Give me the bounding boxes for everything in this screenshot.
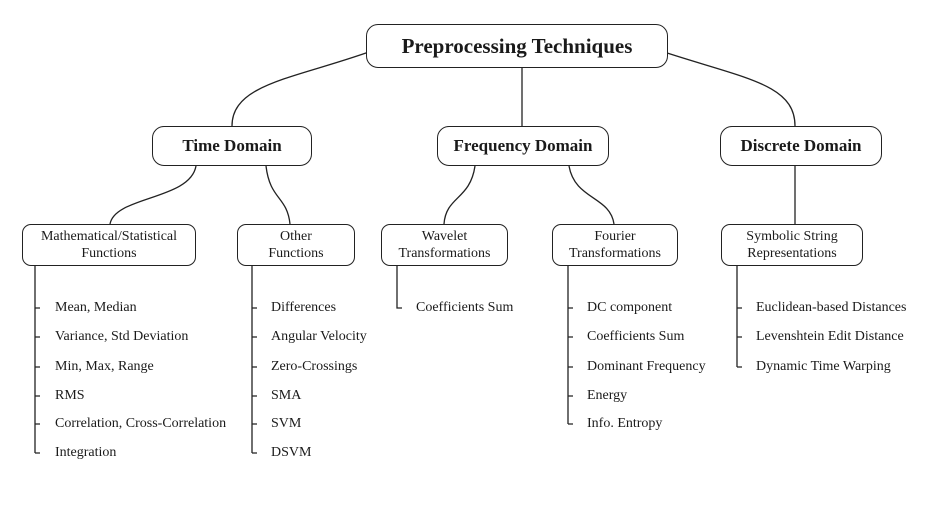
other-item: DSVM [271,445,312,460]
bracket-other [251,266,257,454]
connector-time-math [109,165,197,225]
root-title: Preprocessing Techniques [401,33,633,58]
connector-root-discrete [651,47,796,127]
other-item: SMA [271,388,302,403]
symbolic-line2: Representations [747,246,837,261]
discrete-domain-label: Discrete Domain [740,136,862,155]
math-item: Integration [55,445,117,460]
math-functions-line2: Functions [81,246,137,261]
fourier-item: Coefficients Sum [587,329,685,344]
frequency-domain-label: Frequency Domain [453,136,593,155]
other-functions-line2: Functions [268,246,324,261]
connector-frequency-fourier [568,165,615,225]
root-node: Preprocessing Techniques [366,24,668,68]
wavelet-line1: Wavelet [421,229,468,244]
other-functions-line1: Other [280,229,312,244]
symbolic-item: Levenshtein Edit Distance [756,329,904,344]
math-item: Correlation, Cross-Correlation [55,416,227,431]
other-item: Zero-Crossings [271,359,358,374]
connector-frequency-wavelet [443,165,476,225]
symbolic-item: Euclidean-based Distances [756,300,907,315]
fourier-item: Info. Entropy [587,416,663,431]
bracket-symbolic [736,266,742,368]
math-item: Min, Max, Range [55,359,154,374]
math-item: Mean, Median [55,300,137,315]
symbolic-item: Dynamic Time Warping [756,359,891,374]
other-item: Angular Velocity [271,329,367,344]
time-domain-label: Time Domain [182,136,282,155]
wavelet-line2: Transformations [398,246,491,261]
other-item: SVM [271,416,302,431]
bracket-wavelet [396,266,402,309]
math-functions-line1: Mathematical/Statistical [40,229,178,244]
fourier-line1: Fourier [594,229,636,244]
frequency-domain-node: Frequency Domain [437,126,609,166]
fourier-item: Energy [587,388,628,403]
connector-root-time [231,47,381,127]
other-item: Differences [271,300,337,315]
math-item: Variance, Std Deviation [55,329,189,344]
fourier-item: DC component [587,300,673,315]
bracket-fourier [567,266,573,425]
fourier-line2: Transformations [568,246,662,261]
math-item: RMS [55,388,85,403]
symbolic-line1: Symbolic String [746,229,838,244]
wavelet-item: Coefficients Sum [416,300,514,315]
fourier-item: Dominant Frequency [587,359,706,374]
discrete-domain-node: Discrete Domain [720,126,882,166]
connector-time-other [265,165,291,225]
time-domain-node: Time Domain [152,126,312,166]
bracket-math [34,266,40,454]
